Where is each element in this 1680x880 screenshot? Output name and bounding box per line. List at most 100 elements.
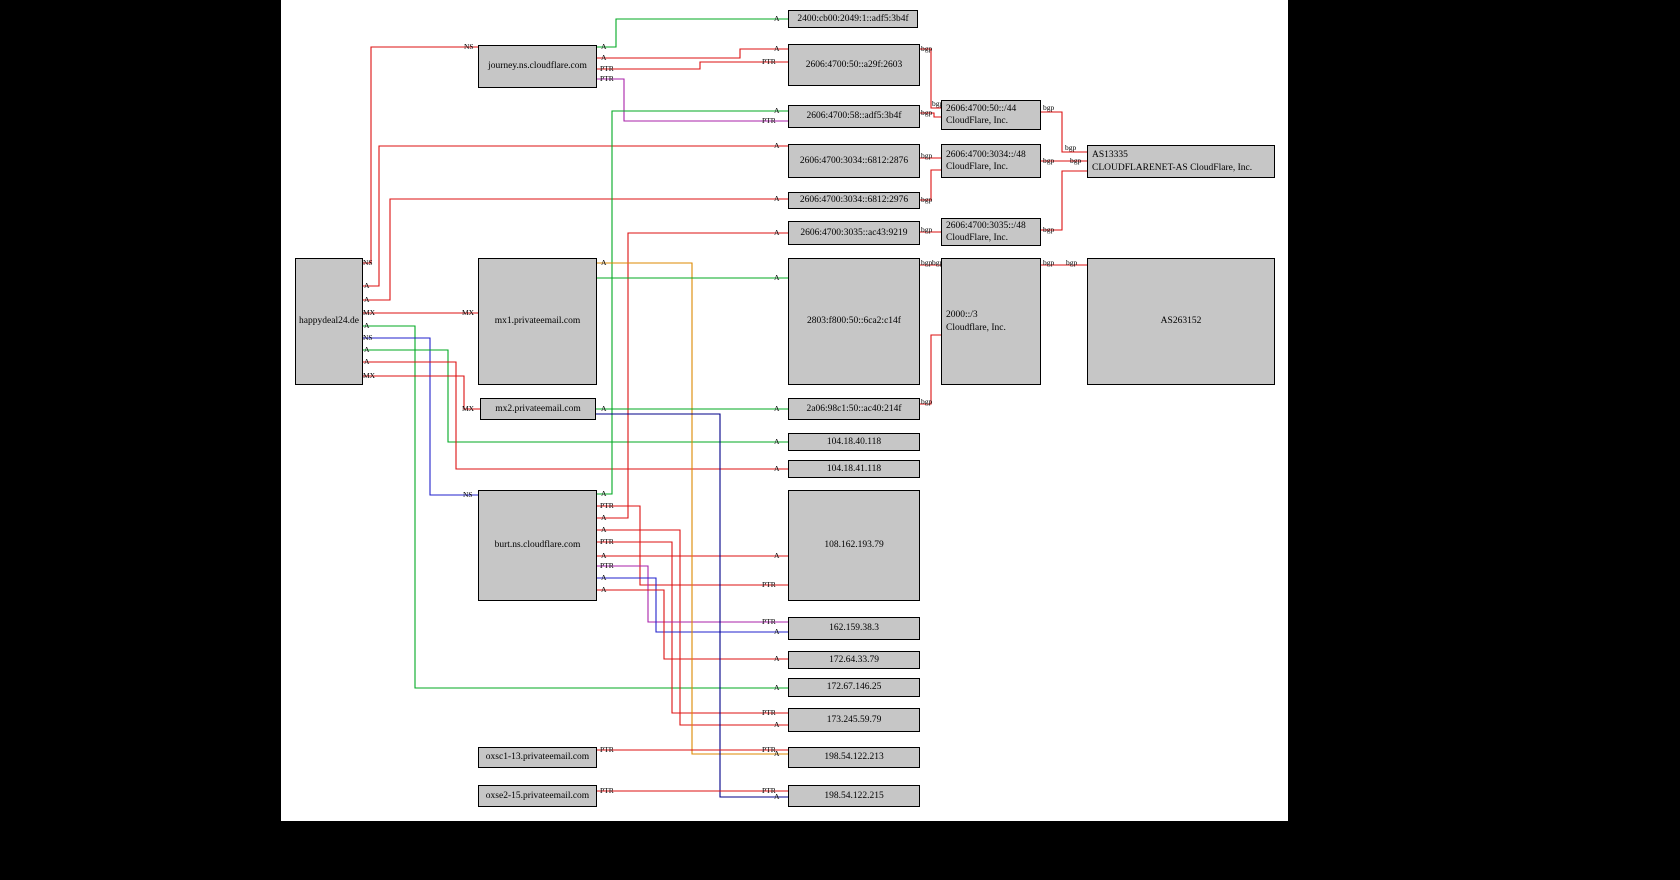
node-ip-104-40: 104.18.40.118 (788, 433, 920, 451)
edge-label-a: A (364, 321, 370, 330)
edge-label-ns: NS (363, 333, 373, 342)
node-label: 2606:4700:3034::6812:2876 (799, 155, 909, 166)
edge-label-a: A (774, 404, 780, 413)
edge-label-ptr: PTR (762, 745, 776, 754)
node-label: happydeal24.de (299, 316, 359, 327)
node-label: CloudFlare, Inc. (946, 162, 1009, 172)
edge-label-ptr: PTR (600, 74, 614, 83)
edge-label-bgp: bgp (1043, 156, 1055, 165)
edge-label-bgp: bgp (932, 258, 944, 267)
edge-label-mx: MX (462, 308, 475, 317)
node-label: 2606:4700:3035::ac43:9219 (800, 227, 908, 238)
edge-label-ptr: PTR (600, 537, 614, 546)
node-ip-3035-9219: 2606:4700:3035::ac43:9219 (788, 221, 920, 245)
edge-label-a: A (774, 551, 780, 560)
edge-label-a: A (601, 525, 607, 534)
node-label: oxse2-15.privateemail.com (485, 790, 590, 801)
node-label: 2606:4700:3034::/48 (946, 149, 1026, 160)
node-ip-172-67: 172.67.146.25 (788, 678, 920, 697)
node-label: 2a06:98c1:50::ac40:214f (806, 403, 902, 414)
node-label: Cloudflare, Inc. (946, 322, 1006, 333)
node-label: 198.54.122.215 (824, 790, 884, 801)
node-oxsc1: oxsc1-13.privateemail.com (478, 747, 597, 768)
node-label: journey.ns.cloudflare.com (488, 61, 587, 72)
edge-label-bgp: bgp (1070, 156, 1082, 165)
edge-label-a: A (774, 228, 780, 237)
edge-label-a: A (774, 273, 780, 282)
edge-label-ptr: PTR (600, 501, 614, 510)
diagram-canvas (281, 0, 1288, 821)
node-burt-ns: burt.ns.cloudflare.com (478, 490, 597, 601)
node-label: CloudFlare, Inc. (946, 116, 1009, 126)
edge-label-ns: NS (463, 490, 473, 499)
node-label: 104.18.41.118 (826, 463, 882, 474)
edge-label-a: A (774, 44, 780, 53)
edge-label-ptr: PTR (762, 116, 776, 125)
edge-label-bgp: bgp (1065, 143, 1077, 152)
node-label: 2606:4700:50::a29f:2603 (805, 59, 903, 70)
edge-label-a: A (774, 792, 780, 801)
node-ip-2606-58: 2606:4700:58::adf5:3b4f (788, 105, 920, 128)
edge-label-a: A (774, 749, 780, 758)
edge-label-a: A (601, 573, 607, 582)
edge-label-mx: MX (363, 308, 376, 317)
edge-label-a: A (364, 357, 370, 366)
node-label: oxsc1-13.privateemail.com (485, 752, 590, 763)
edge-label-bgp: bgp (1043, 103, 1055, 112)
node-as263152: AS263152 (1087, 258, 1275, 385)
node-label: 162.159.38.3 (829, 623, 879, 634)
edge-label-bgp: bgp (921, 225, 933, 234)
edge-label-bgp: bgp (921, 108, 933, 117)
node-label: 198.54.122.213 (824, 752, 884, 763)
node-mx2: mx2.privateemail.com (480, 398, 596, 420)
edge-label-ptr: PTR (762, 580, 776, 589)
edge-label-ns: NS (363, 258, 373, 267)
node-ip-162: 162.159.38.3 (788, 617, 920, 640)
node-label: 104.18.40.118 (826, 436, 882, 447)
node-label: 2606:4700:50::/44 (946, 103, 1017, 114)
node-ip-2a06: 2a06:98c1:50::ac40:214f (788, 398, 920, 420)
edge-label-bgp: bgp (932, 99, 944, 108)
edge-label-bgp: bgp (1043, 258, 1055, 267)
edge-label-a: A (364, 345, 370, 354)
node-ip-173: 173.245.59.79 (788, 708, 920, 732)
node-label: AS13335 (1092, 150, 1128, 161)
edge-label-a: A (364, 281, 370, 290)
node-label: CLOUDFLARENET-AS CloudFlare, Inc. (1092, 162, 1253, 173)
edge-label-a: A (774, 627, 780, 636)
node-label: 2000::/3 (946, 310, 978, 321)
edge-label-a: A (601, 585, 607, 594)
edge-label-a: A (601, 404, 607, 413)
node-ip-3034-2976: 2606:4700:3034::6812:2976 (788, 192, 920, 209)
edge-label-bgp: bgp (921, 195, 933, 204)
edge-label-a: A (774, 654, 780, 663)
edge-label-a: A (774, 683, 780, 692)
edge-label-a: A (774, 141, 780, 150)
edge-label-a: A (601, 551, 607, 560)
node-label: 2606:4700:58::adf5:3b4f (806, 111, 902, 122)
edge-label-a: A (601, 53, 607, 62)
node-ip-198-215: 198.54.122.215 (788, 785, 920, 807)
edge-label-a: A (601, 489, 607, 498)
edge-label-a: A (601, 513, 607, 522)
node-label: burt.ns.cloudflare.com (494, 540, 581, 551)
edge-label-ptr: PTR (600, 745, 614, 754)
edge-label-bgp: bgp (921, 151, 933, 160)
edge-label-a: A (774, 464, 780, 473)
node-ip-3034-2876: 2606:4700:3034::6812:2876 (788, 144, 920, 178)
node-label: 173.245.59.79 (826, 714, 882, 725)
node-label: 2606:4700:3035::/48 (946, 220, 1026, 231)
node-journey-ns: journey.ns.cloudflare.com (478, 45, 597, 88)
node-ip-2400-cb00: 2400:cb00:2049:1::adf5:3b4f (788, 10, 918, 28)
edge-label-bgp: bgp (921, 44, 933, 53)
node-label: 172.64.33.79 (829, 654, 879, 665)
edge-label-a: A (364, 295, 370, 304)
edge-label-a: A (774, 14, 780, 23)
node-label: 2803:f800:50::6ca2:c14f (807, 316, 901, 327)
node-ip-172-64: 172.64.33.79 (788, 651, 920, 669)
edge-label-bgp: bgp (1066, 258, 1078, 267)
node-label: 108.162.193.79 (824, 540, 884, 551)
